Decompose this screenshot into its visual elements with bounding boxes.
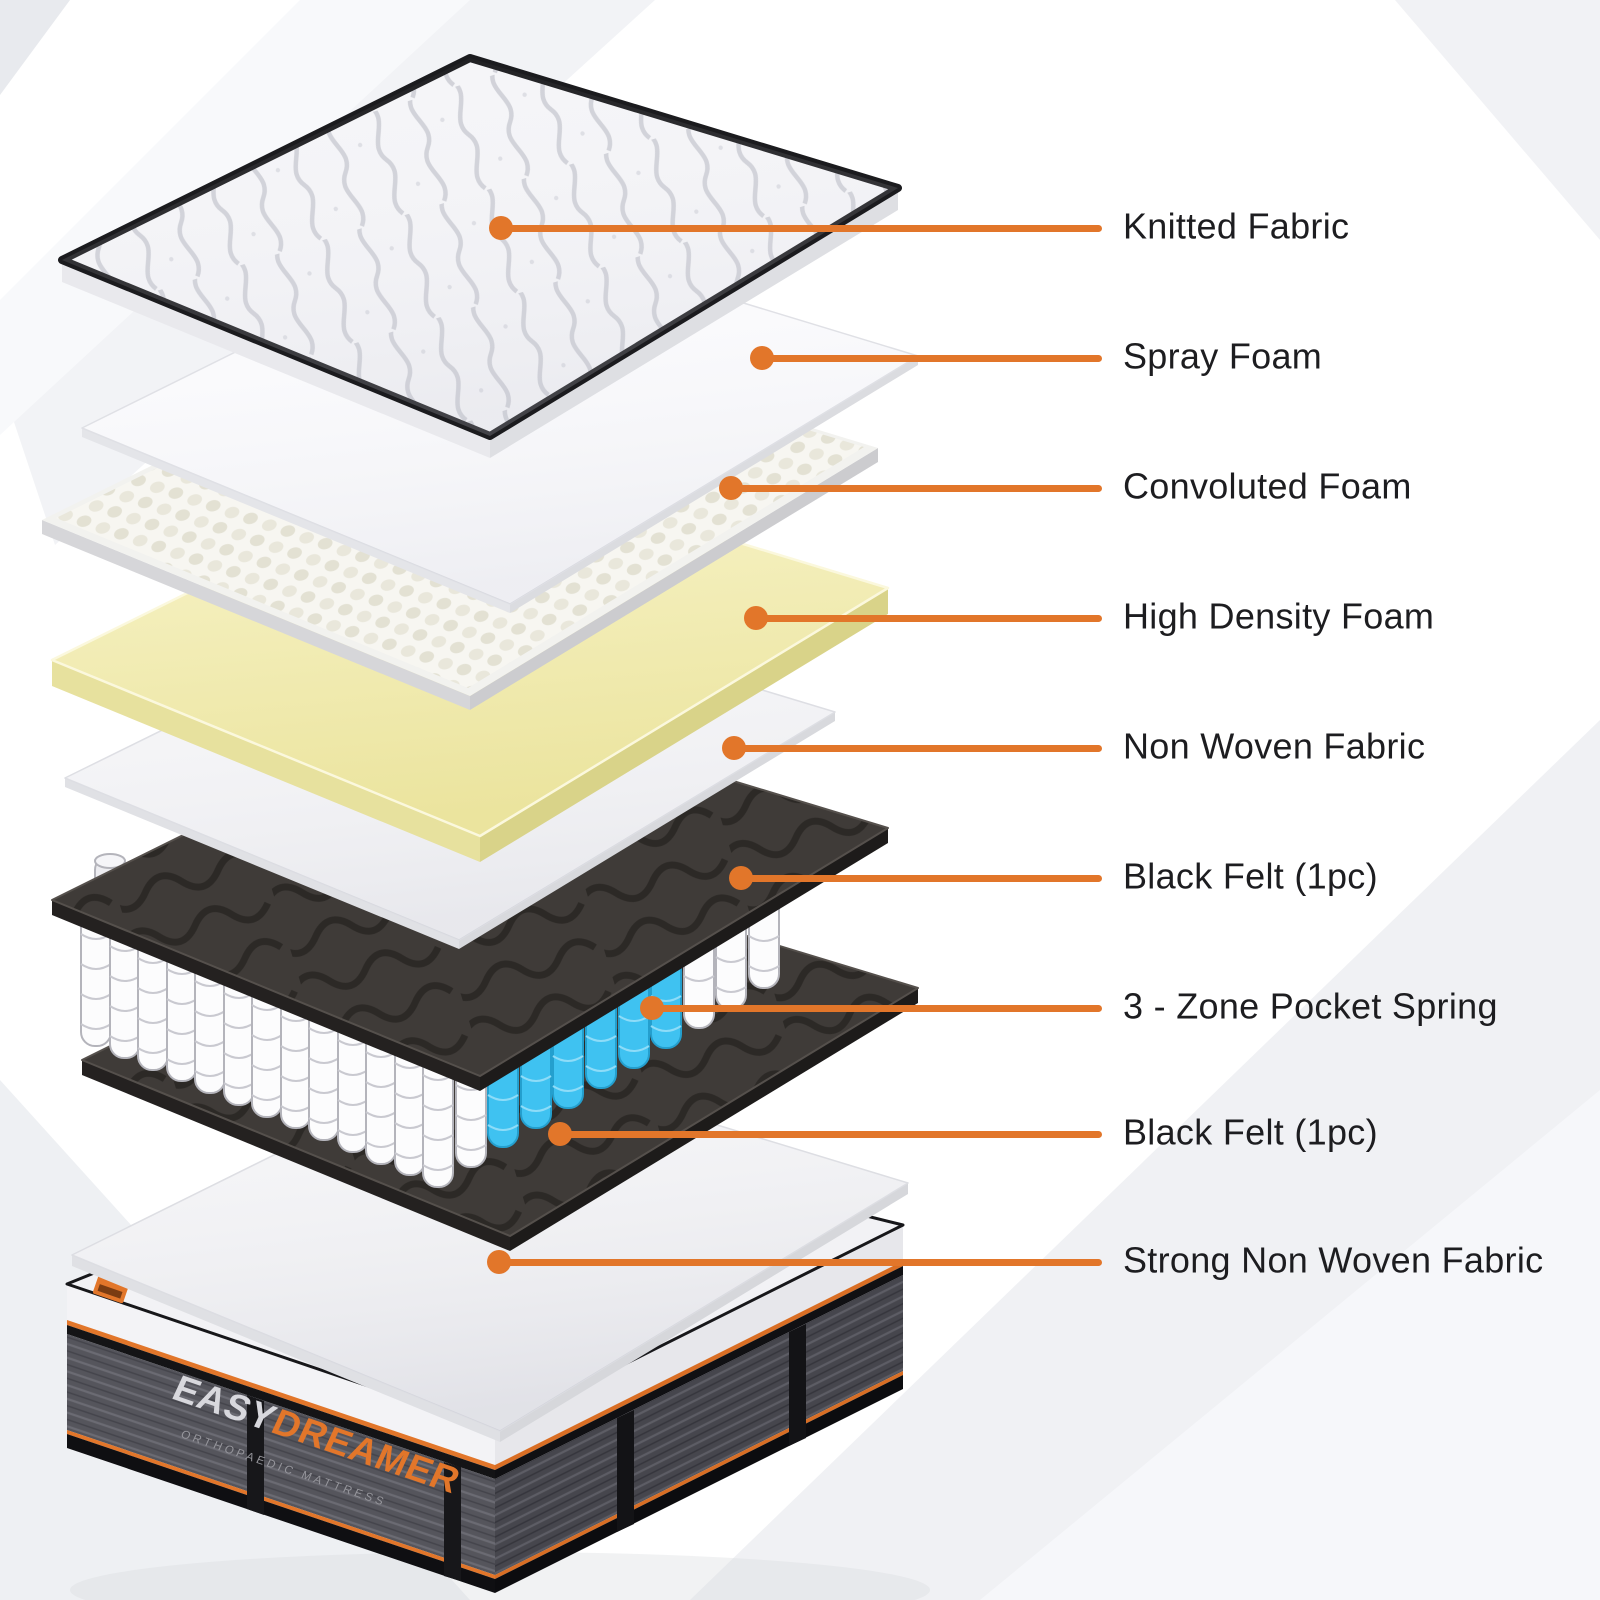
layer-knitted-fabric xyxy=(58,54,902,458)
